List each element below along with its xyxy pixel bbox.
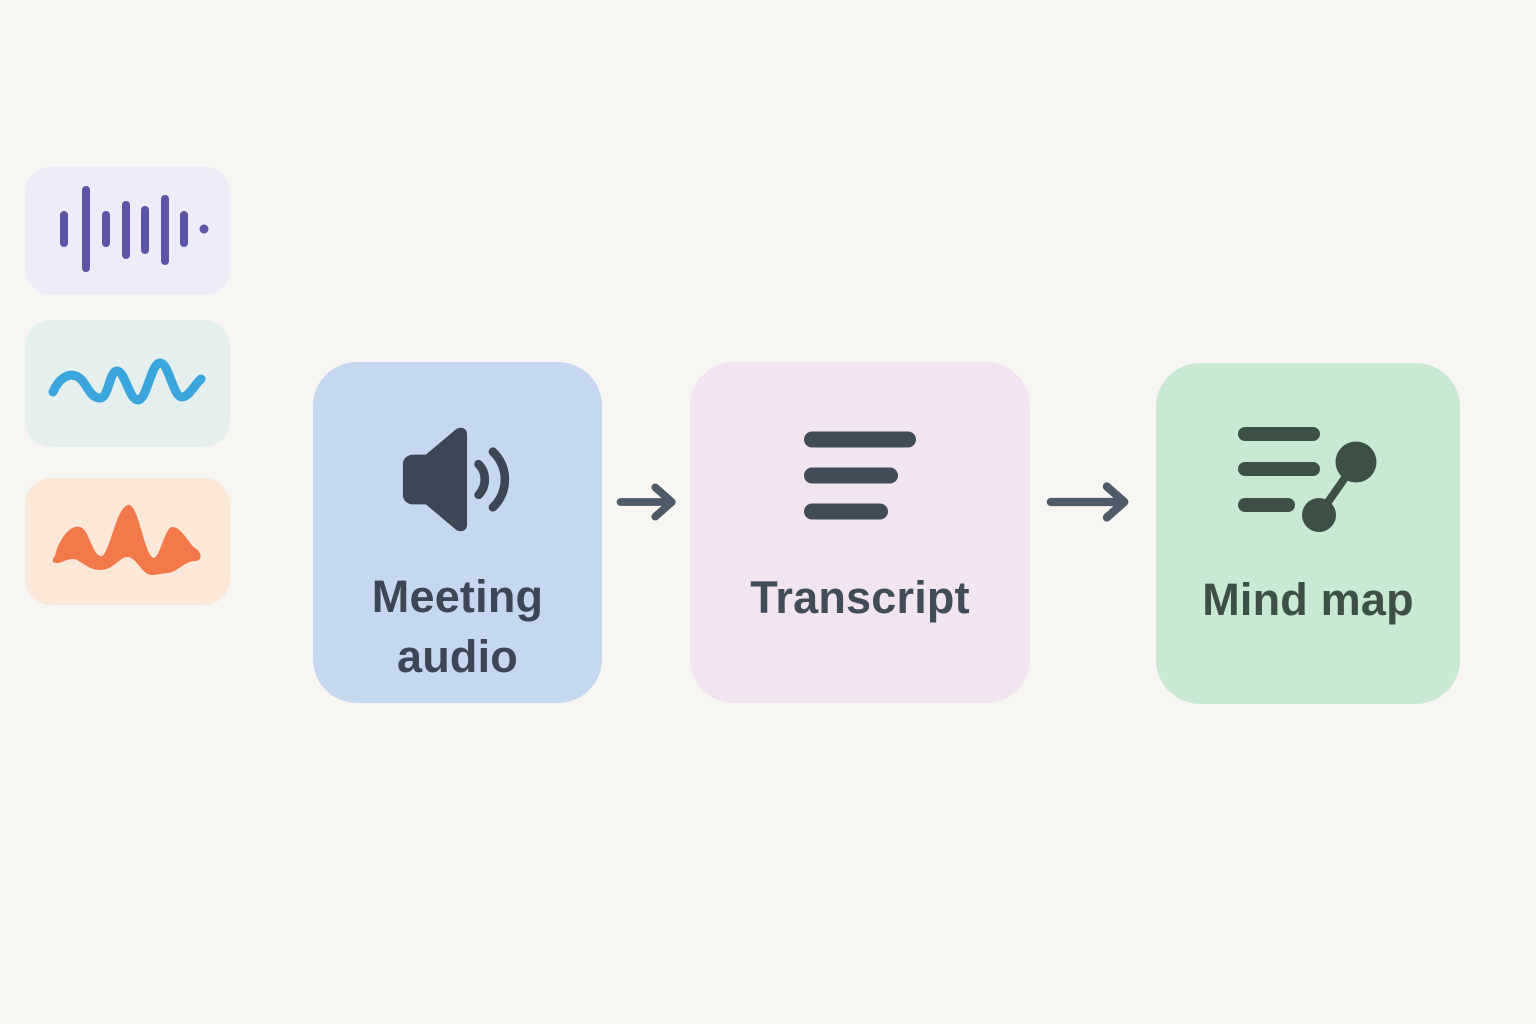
mind-map-icon	[1237, 427, 1376, 532]
flow-node-transcript: Transcript	[690, 362, 1030, 703]
sine-wave-card	[25, 320, 230, 447]
audio-blob-icon	[52, 504, 201, 575]
flow-node-label: Transcript	[750, 572, 970, 623]
flow-node-mind-map: Mind map	[1156, 363, 1460, 704]
audio-blob-card	[25, 478, 230, 605]
speaker-icon	[402, 427, 510, 532]
sine-wave-icon	[48, 358, 206, 405]
flow-node-label: Meeting audio	[371, 571, 544, 682]
waveform-bars-card	[25, 167, 230, 295]
arrow-right-icon	[1046, 478, 1133, 526]
transcript-lines-icon	[804, 431, 916, 520]
flow-node-label: Mind map	[1202, 574, 1414, 625]
waveform-bars-icon	[60, 186, 209, 272]
arrow-right-icon	[616, 478, 680, 526]
flow-node-meeting-audio: Meeting audio	[313, 362, 602, 703]
